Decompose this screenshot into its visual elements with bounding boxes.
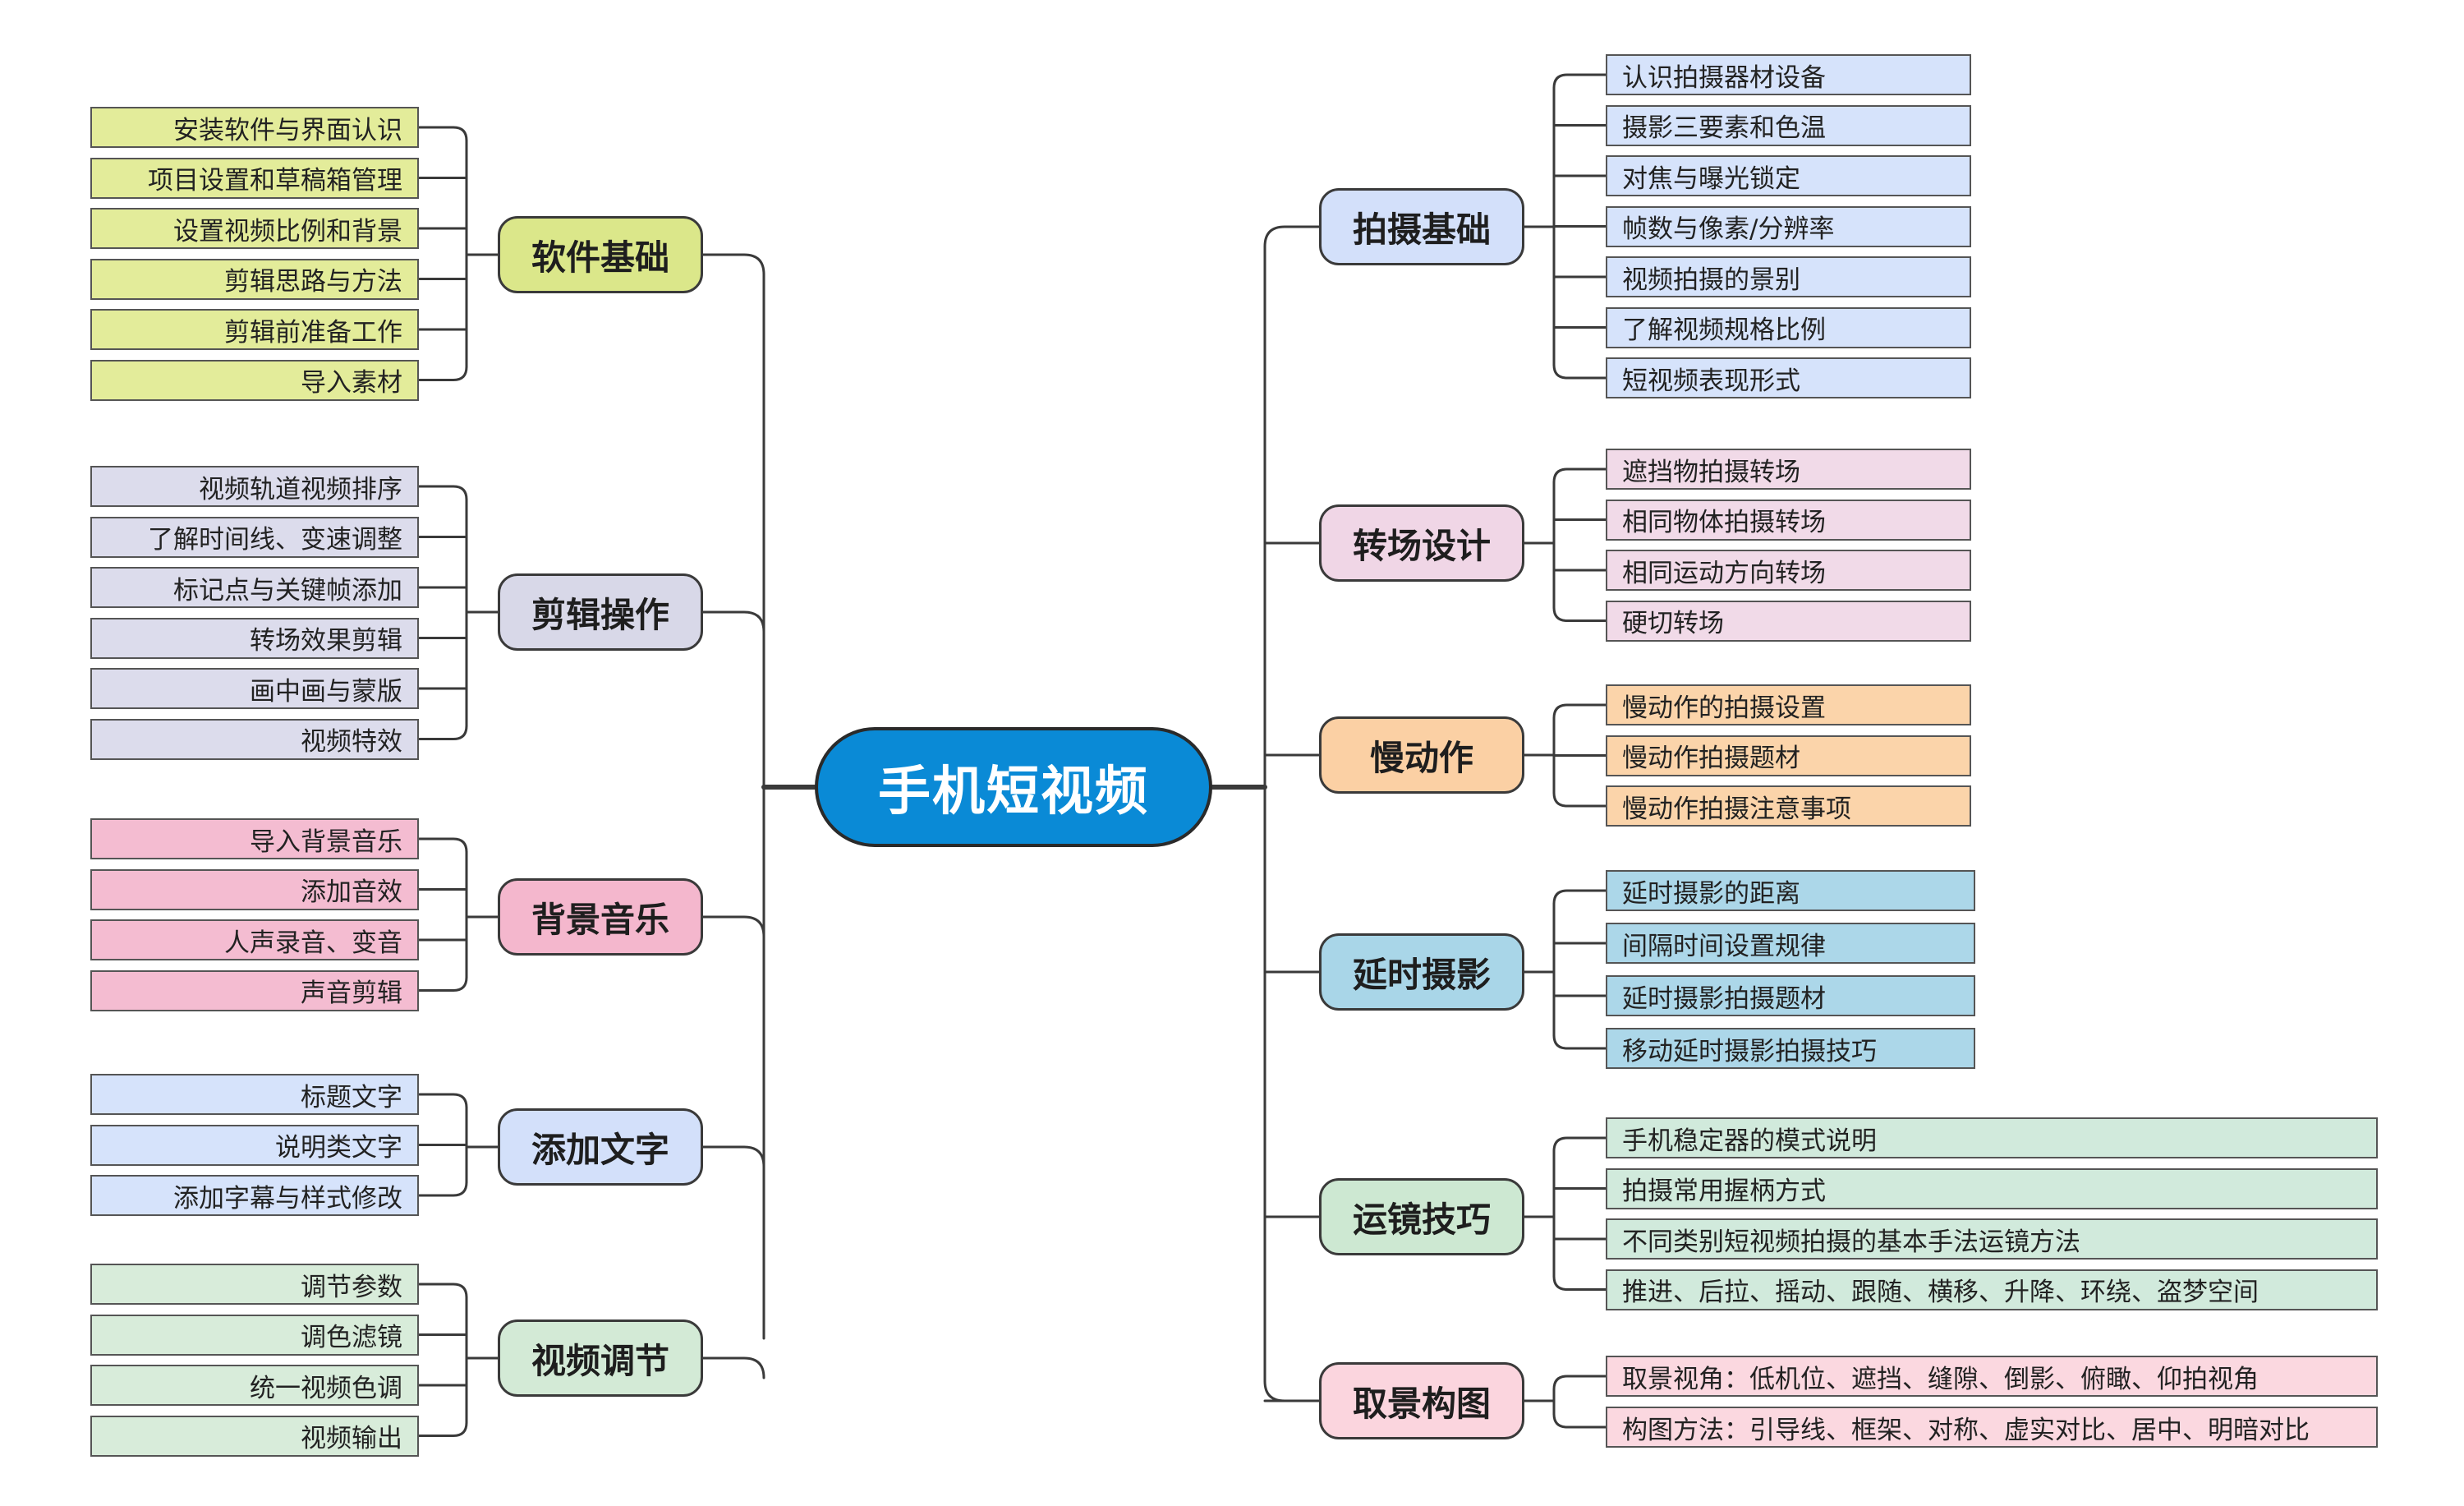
leaf-item: 拍摄常用握柄方式 [1606,1167,2378,1209]
connector-line [1263,1379,1321,1402]
branch-right-5: 取景构图 [1319,1362,1524,1439]
connector-line [1552,1375,1607,1391]
leaf-item: 画中画与蒙版 [90,668,419,709]
connector-line [417,366,468,381]
connector-line [1552,1275,1607,1291]
connector-line [701,1145,765,1168]
leaf-item: 摄影三要素和色温 [1606,104,1971,146]
leaf-item: 调色滤镜 [90,1314,419,1356]
leaf-item: 手机稳定器的模式说明 [1606,1117,2378,1158]
branch-left-0: 软件基础 [498,216,703,293]
connector-line [701,1356,765,1379]
branch-left-3: 添加文字 [498,1108,703,1186]
branch-right-0: 拍摄基础 [1319,188,1524,265]
connector-line [1552,889,1607,905]
leaf-item: 延时摄影的距离 [1606,870,1975,911]
connector-line [417,1093,468,1109]
leaf-item: 取景视角：低机位、遮挡、缝隙、倒影、俯瞰、仰拍视角 [1606,1356,2378,1397]
leaf-item: 项目设置和草稿箱管理 [90,157,419,199]
leaf-item: 转场效果剪辑 [90,617,419,659]
branch-left-1: 剪辑操作 [498,573,703,651]
connector-line [1552,363,1607,380]
branch-left-2: 背景音乐 [498,878,703,956]
leaf-item: 了解视频规格比例 [1606,306,1971,348]
leaf-item: 慢动作的拍摄设置 [1606,684,1971,725]
connector-line [417,1283,468,1299]
connector-line [1552,73,1607,90]
leaf-item: 构图方法：引导线、框架、对称、虚实对比、居中、明暗对比 [1606,1407,2378,1448]
leaf-item: 相同运动方向转场 [1606,550,1971,591]
connector-line [417,725,468,740]
connector-line [1552,703,1607,720]
connector-line [1552,1034,1607,1050]
leaf-item: 不同类别短视频拍摄的基本手法运镜方法 [1606,1218,2378,1260]
leaf-item: 视频特效 [90,718,419,760]
connector-line [1552,606,1607,622]
connector-line [1263,225,1321,248]
leaf-item: 遮挡物拍摄转场 [1606,449,1971,490]
leaf-item: 调节参数 [90,1264,419,1305]
connector-line [1552,467,1607,484]
leaf-item: 推进、后拉、摇动、跟随、横移、升降、环绕、盗梦空间 [1606,1269,2378,1310]
connector-line [1552,1412,1607,1429]
leaf-item: 人声录音、变音 [90,919,419,960]
leaf-item: 标记点与关键帧添加 [90,567,419,608]
leaf-item: 设置视频比例和背景 [90,208,419,249]
leaf-item: 相同物体拍摄转场 [1606,499,1971,541]
leaf-item: 移动延时摄影拍摄技巧 [1606,1028,1975,1069]
leaf-item: 安装软件与界面认识 [90,107,419,148]
branch-left-4: 视频调节 [498,1319,703,1397]
leaf-item: 导入背景音乐 [90,818,419,859]
leaf-item: 延时摄影拍摄题材 [1606,975,1975,1016]
leaf-item: 声音剪辑 [90,969,419,1011]
leaf-item: 慢动作拍摄注意事项 [1606,785,1971,827]
leaf-item: 对焦与曝光锁定 [1606,155,1971,196]
leaf-item: 视频输出 [90,1415,419,1457]
connector-line [417,1421,468,1437]
branch-right-1: 转场设计 [1319,504,1524,582]
branch-right-3: 延时摄影 [1319,933,1524,1011]
branch-right-2: 慢动作 [1319,716,1524,794]
leaf-item: 间隔时间设置规律 [1606,923,1975,964]
connector-line [417,976,468,992]
leaf-item: 认识拍摄器材设备 [1606,54,1971,95]
connector-line [701,610,765,633]
leaf-item: 标题文字 [90,1074,419,1115]
leaf-item: 剪辑前准备工作 [90,309,419,350]
leaf-item: 添加音效 [90,868,419,910]
leaf-item: 短视频表现形式 [1606,357,1971,398]
connector-line [417,1181,468,1197]
connector-line [701,253,765,276]
connector-line [1552,1136,1607,1153]
leaf-item: 说明类文字 [90,1124,419,1166]
branch-right-4: 运镜技巧 [1319,1178,1524,1255]
leaf-item: 了解时间线、变速调整 [90,516,419,558]
leaf-item: 视频轨道视频排序 [90,466,419,507]
connector-line [701,915,765,938]
leaf-item: 视频拍摄的景别 [1606,256,1971,297]
connector-line [417,126,468,142]
leaf-item: 剪辑思路与方法 [90,258,419,300]
connector-line [417,837,468,854]
leaf-item: 添加字幕与样式修改 [90,1175,419,1216]
leaf-item: 帧数与像素/分辨率 [1606,205,1971,247]
leaf-item: 硬切转场 [1606,600,1971,642]
leaf-item: 导入素材 [90,359,419,401]
connector-line [1552,791,1607,808]
connector-line [417,485,468,501]
leaf-item: 慢动作拍摄题材 [1606,735,1971,776]
root-node: 手机短视频 [815,727,1212,847]
leaf-item: 统一视频色调 [90,1365,419,1406]
